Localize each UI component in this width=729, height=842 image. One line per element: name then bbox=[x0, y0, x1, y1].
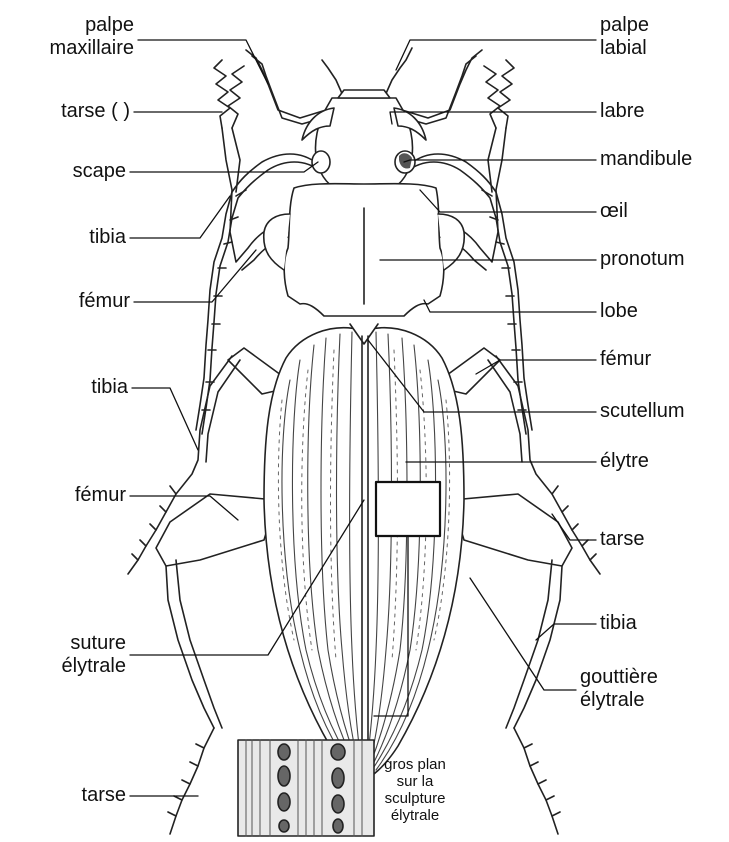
pronotum bbox=[264, 184, 465, 316]
label-femur: fémur bbox=[600, 348, 651, 371]
label-gouttiere-elytrale: gouttière élytrale bbox=[580, 666, 658, 712]
label-elytre: élytre bbox=[600, 450, 649, 473]
label-line: labial bbox=[600, 37, 649, 60]
caption-line: gros plan bbox=[380, 756, 450, 773]
label-line: suture bbox=[14, 632, 126, 655]
eye-left bbox=[312, 151, 330, 173]
label-scape: scape bbox=[24, 160, 126, 183]
label-femur-1: fémur bbox=[24, 290, 130, 313]
head bbox=[315, 90, 412, 190]
label-labre: labre bbox=[600, 100, 644, 123]
inset-caption: gros plan sur la sculpture élytrale bbox=[380, 756, 450, 824]
label-palpe-maxillaire: palpe maxillaire bbox=[24, 14, 134, 60]
label-line: maxillaire bbox=[24, 37, 134, 60]
label-oeil: œil bbox=[600, 200, 628, 223]
label-pronotum: pronotum bbox=[600, 248, 685, 271]
label-line: élytrale bbox=[580, 689, 658, 712]
label-tibia-2: tibia bbox=[24, 376, 128, 399]
elytra bbox=[264, 324, 464, 780]
label-tarse-bottom: tarse bbox=[24, 784, 126, 807]
label-lobe: lobe bbox=[600, 300, 638, 323]
maxillary-palp-right bbox=[398, 50, 482, 124]
closeup-inset bbox=[238, 740, 374, 836]
caption-line: élytrale bbox=[380, 807, 450, 824]
label-suture-elytrale: suture élytrale bbox=[14, 632, 126, 678]
label-scutellum: scutellum bbox=[600, 400, 684, 423]
label-mandibule: mandibule bbox=[600, 148, 692, 171]
label-femur-2: fémur bbox=[24, 484, 126, 507]
label-line: palpe bbox=[24, 14, 134, 37]
label-line: gouttière bbox=[580, 666, 658, 689]
caption-line: sculpture bbox=[380, 790, 450, 807]
label-tibia-1: tibia bbox=[24, 226, 126, 249]
label-tibia: tibia bbox=[600, 612, 637, 635]
closeup-frame bbox=[376, 482, 440, 536]
label-tarse-top: tarse ( ) bbox=[14, 100, 130, 123]
label-line: élytrale bbox=[14, 655, 126, 678]
label-palpe-labial: palpe labial bbox=[600, 14, 649, 60]
label-tarse: tarse bbox=[600, 528, 644, 551]
maxillary-palp-left bbox=[246, 50, 330, 124]
caption-line: sur la bbox=[380, 773, 450, 790]
hindleg-right bbox=[452, 494, 572, 834]
label-line: palpe bbox=[600, 14, 649, 37]
